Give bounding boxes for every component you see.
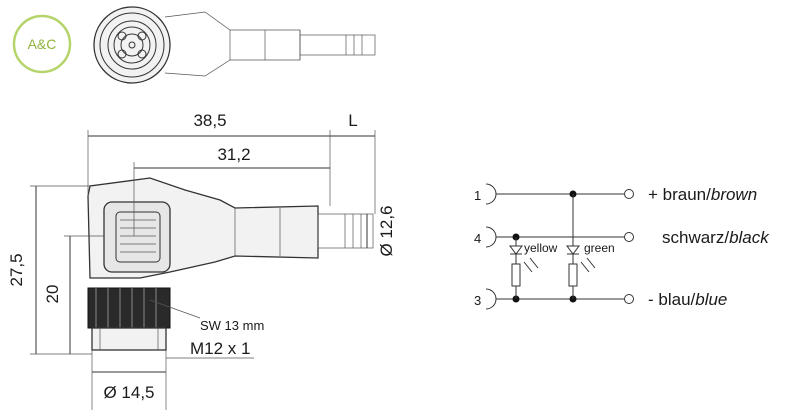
logo: A&C [12, 14, 72, 74]
dim-overall-length: 38,5 [193, 111, 226, 130]
top-view [93, 6, 376, 84]
logo-text: A&C [28, 36, 57, 52]
side-view [87, 177, 374, 351]
dim-total-height: 27,5 [7, 253, 26, 286]
dim-nut-diameter: Ø 14,5 [103, 383, 154, 402]
led-label-yellow: yellow [524, 241, 558, 255]
dimension-lines [30, 130, 376, 410]
wire-label-brown: + braun/brown [648, 185, 757, 204]
led-label-green: green [584, 241, 615, 255]
dim-cable-length: L [348, 111, 357, 130]
dim-thread: M12 x 1 [190, 339, 250, 358]
wire-label-black: schwarz/black [662, 228, 770, 247]
dim-body-length: 31,2 [217, 145, 250, 164]
pin-number: 4 [474, 231, 481, 246]
wiring-diagram [485, 183, 634, 310]
dim-cable-diameter: Ø 12,6 [377, 205, 396, 256]
dim-wrench-size: SW 13 mm [200, 318, 264, 333]
pin-number: 1 [474, 188, 481, 203]
dim-head-height: 20 [43, 285, 62, 304]
pin-number: 3 [474, 293, 481, 308]
wire-label-blue: - blau/blue [648, 290, 727, 309]
